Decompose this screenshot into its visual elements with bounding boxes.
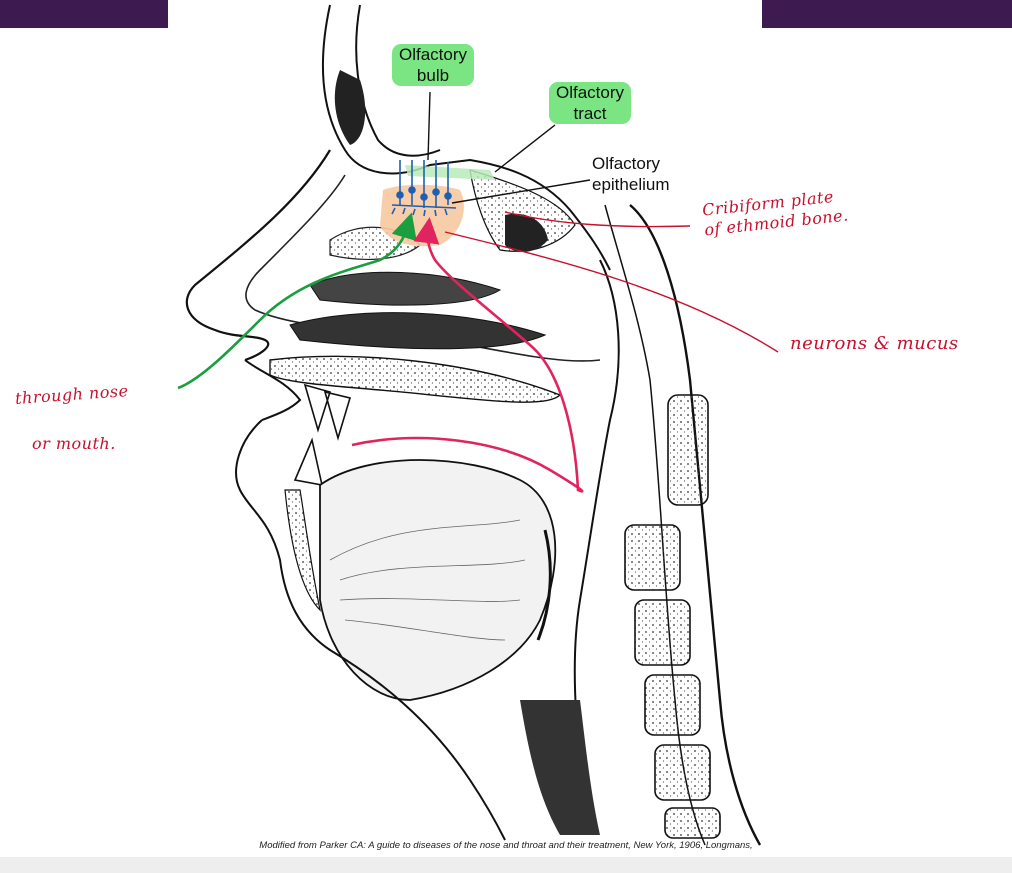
lower-teeth <box>293 437 324 487</box>
vertebra-6 <box>664 807 721 839</box>
mandible <box>284 489 321 612</box>
sphenoid-bone <box>469 169 576 252</box>
upper-teeth <box>303 383 352 441</box>
sphenoid-sinus <box>505 213 548 252</box>
label-olfactory-bulb-text: Olfactory bulb <box>391 44 475 86</box>
leader-olfactory-epithelium <box>451 179 591 204</box>
annotation-neurons-mucus: neurons & mucus <box>790 333 959 354</box>
header-band-right <box>762 0 1012 28</box>
leader-olfactory-bulb <box>427 91 431 161</box>
spine-outline <box>629 204 762 846</box>
label-olfactory-epithelium: Olfactory epithelium <box>592 154 670 194</box>
vertebra-3 <box>634 599 691 666</box>
header-band-left <box>0 0 168 28</box>
olfactory-neurons <box>391 160 457 217</box>
green-airflow-arrow <box>177 212 417 390</box>
inferior-turbinate <box>289 312 547 350</box>
frontal-sinus <box>334 70 366 145</box>
trachea <box>520 700 600 835</box>
leader-neurons <box>444 231 779 353</box>
hard-palate <box>269 355 562 403</box>
olfactory-tract-bar <box>405 165 495 180</box>
skull-outer-outline <box>355 4 441 157</box>
figure-caption: Modified from Parker CA: A guide to dise… <box>259 840 753 851</box>
nasal-cavity-outline <box>245 174 601 362</box>
nose-profile <box>185 149 331 362</box>
label-olfactory-tract: Olfactory tract <box>530 82 650 124</box>
tongue <box>319 459 557 701</box>
vertebra-5 <box>654 744 711 801</box>
upper-lip <box>244 359 302 421</box>
vertebra-1 <box>667 394 709 506</box>
vertebra-2 <box>624 524 681 591</box>
epiglottis <box>536 529 552 641</box>
footer-bar <box>0 857 1012 873</box>
annotation-or-mouth: or mouth. <box>32 434 116 453</box>
pink-airflow-arrow <box>351 217 584 493</box>
label-olfactory-tract-text: Olfactory tract <box>548 82 632 124</box>
tongue-muscle-lines <box>329 519 526 641</box>
leader-olfactory-tract <box>494 124 556 173</box>
leader-cribriform <box>504 211 691 228</box>
lower-lip-chin <box>235 419 506 841</box>
middle-turbinate <box>309 271 502 306</box>
label-olfactory-bulb: Olfactory bulb <box>383 44 483 86</box>
vertebra-4 <box>644 674 701 736</box>
